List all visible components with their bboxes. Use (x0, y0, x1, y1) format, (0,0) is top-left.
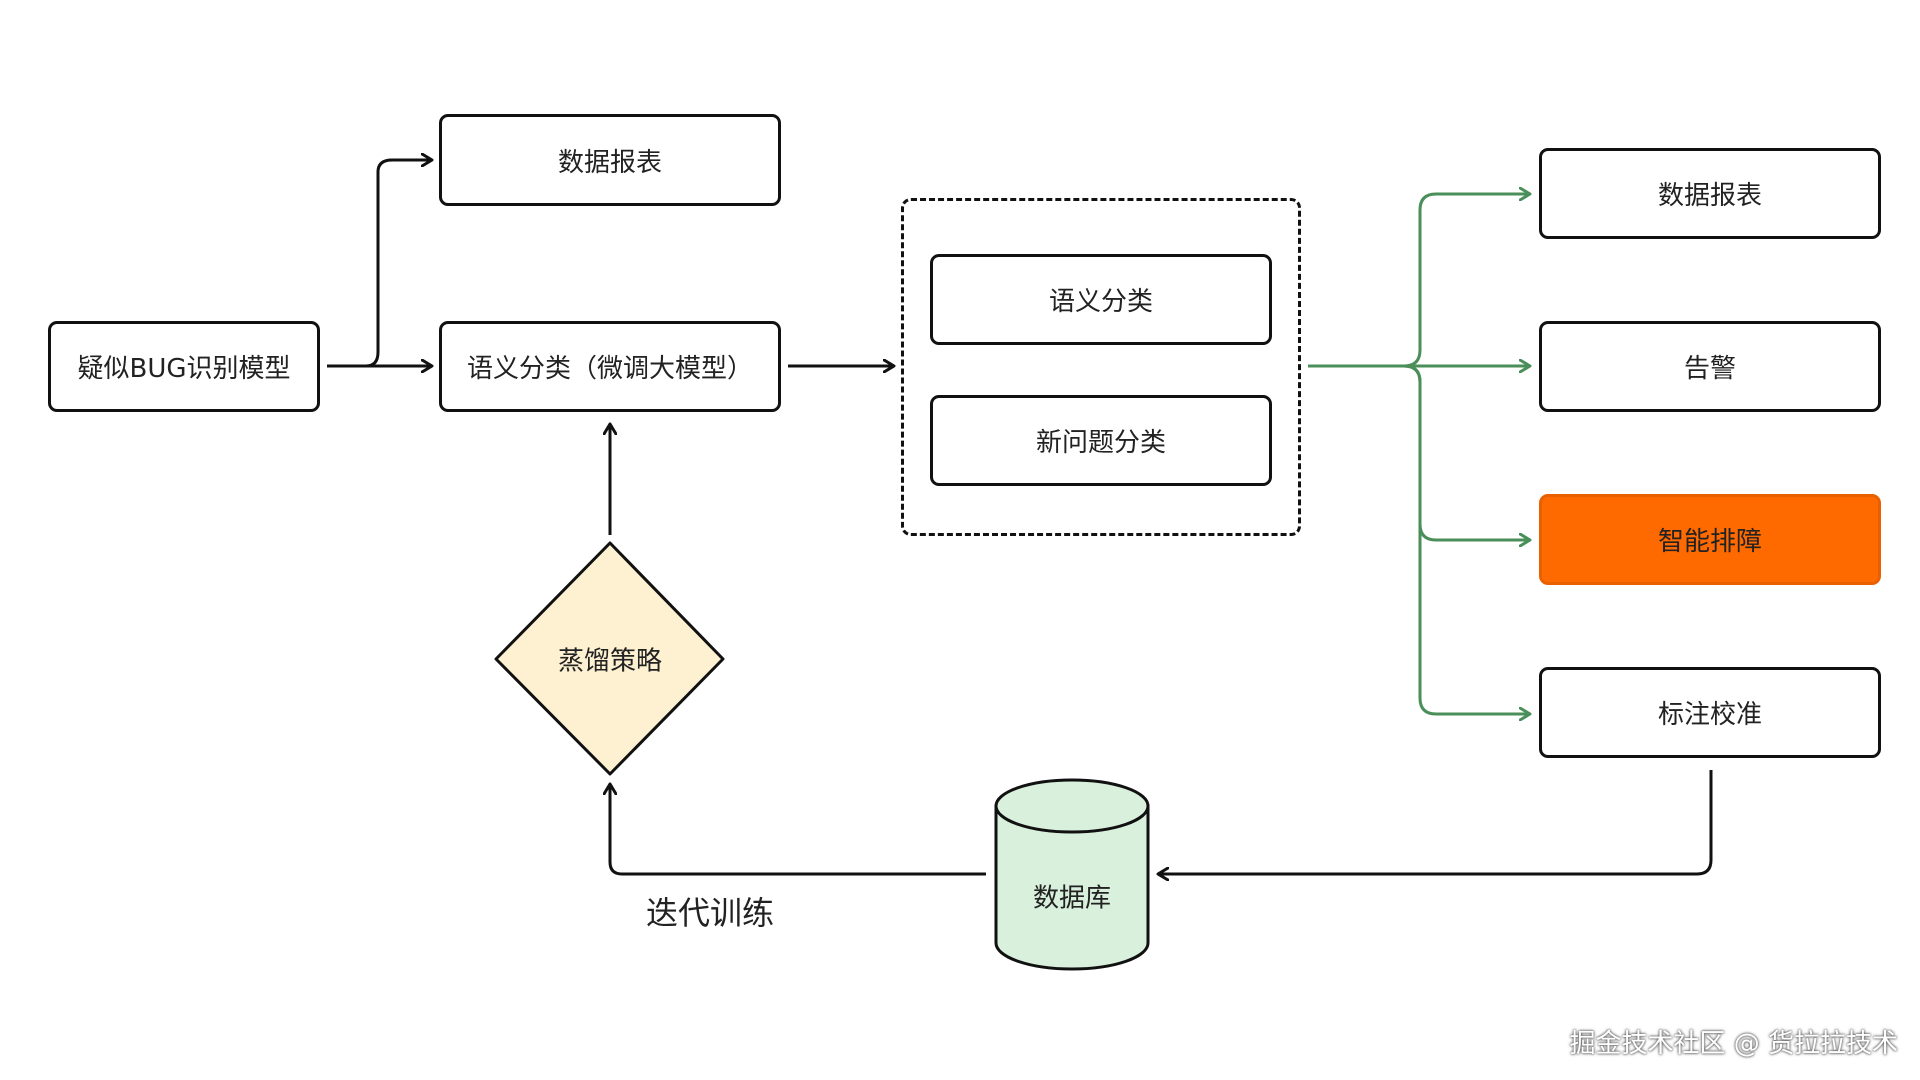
out-data-report-label: 数据报表 (1657, 181, 1762, 211)
data-report-top-node: 数据报表 (439, 114, 781, 206)
out-alert-node: 告警 (1539, 321, 1881, 412)
edge-group-to-report (1403, 194, 1530, 368)
edge-database-to-distill (610, 784, 986, 876)
out-data-report-node: 数据报表 (1539, 148, 1881, 239)
classification-group (901, 198, 1301, 536)
group-semantic-label: 语义分类 (1048, 287, 1153, 317)
edge-group-to-troubleshoot (1403, 364, 1530, 540)
group-semantic-node: 语义分类 (930, 254, 1272, 345)
out-smart-troubleshoot-node: 智能排障 (1539, 494, 1881, 585)
distill-strategy-label: 蒸馏策略 (557, 646, 663, 677)
edge-group-to-calibrate (1403, 364, 1530, 714)
semantic-classify-llm-node: 语义分类（微调大模型） (439, 321, 781, 412)
iterative-training-label: 迭代训练 (646, 894, 775, 932)
data-report-top-label: 数据报表 (557, 147, 662, 178)
database-label: 数据库 (1032, 883, 1112, 914)
group-new-issue-node: 新问题分类 (930, 395, 1272, 486)
out-alert-label: 告警 (1683, 354, 1736, 384)
out-label-calibrate-node: 标注校准 (1539, 667, 1881, 758)
edge-calibrate-to-database (1158, 770, 1713, 874)
database-cylinder (994, 778, 1150, 971)
suspect-bug-model-label: 疑似BUG识别模型 (77, 354, 291, 384)
out-smart-troubleshoot-label: 智能排障 (1657, 527, 1762, 557)
suspect-bug-model-node: 疑似BUG识别模型 (48, 321, 320, 412)
out-label-calibrate-label: 标注校准 (1657, 700, 1762, 730)
group-new-issue-label: 新问题分类 (1035, 428, 1166, 458)
watermark-text: 掘金技术社区 @ 货拉拉技术 (1569, 1029, 1898, 1059)
distill-strategy-diamond (494, 541, 725, 776)
edge-model-to-top-report (327, 160, 432, 368)
semantic-classify-llm-label: 语义分类（微调大模型） (466, 354, 753, 384)
